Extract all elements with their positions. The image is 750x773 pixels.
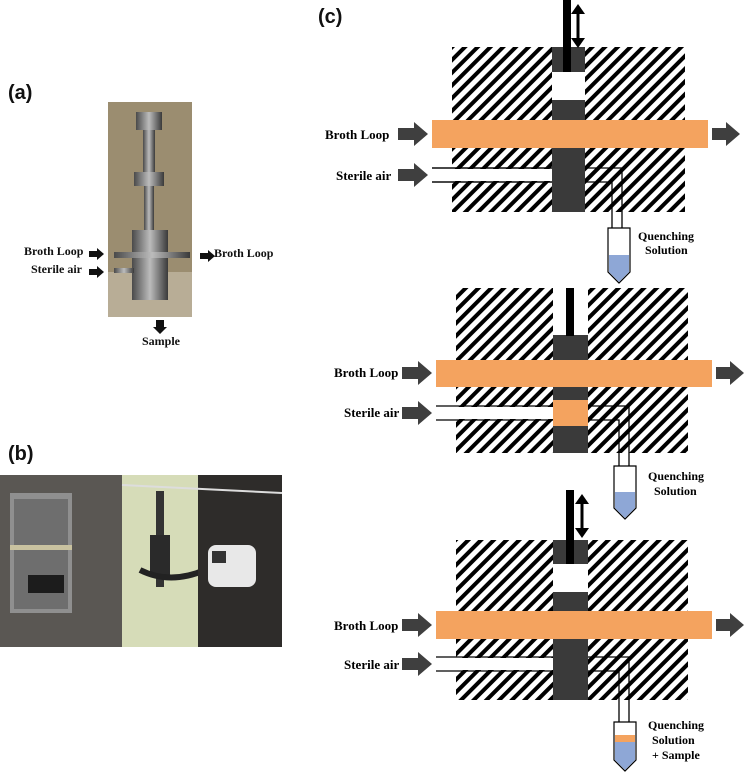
stage-3-broth-loop-label: Broth Loop xyxy=(334,618,398,633)
quench-liquid xyxy=(615,742,635,770)
stage-3-tube-label-3: + Sample xyxy=(652,748,701,762)
air-channel xyxy=(436,656,630,722)
photo-a-sterile-air-label: Sterile air xyxy=(31,262,82,276)
arrow-broth-out xyxy=(716,613,744,637)
plunger-gap xyxy=(552,72,585,100)
panel-b-letter: (b) xyxy=(8,443,34,465)
panel-c-letter: (c) xyxy=(318,6,343,28)
arrow-broth-in xyxy=(402,613,432,637)
photo-a-broth-out-arrow xyxy=(200,250,215,262)
photo-a-sample-label: Sample xyxy=(142,334,181,348)
plunger-top xyxy=(553,335,588,360)
stage-1-tube-label-1: Quenching xyxy=(638,229,694,243)
arrow-air-in xyxy=(402,652,432,676)
quench-liquid xyxy=(615,492,635,518)
stage-1-broth-loop-label: Broth Loop xyxy=(325,127,389,142)
plunger-rod xyxy=(566,490,574,564)
photo-a-sterile-air-arrow xyxy=(89,266,104,278)
stage-2: Broth Loop Sterile air Quenching Solutio… xyxy=(334,288,744,520)
arrow-broth-out xyxy=(716,361,744,385)
photo-a-broth-loop-in-label: Broth Loop xyxy=(24,244,84,258)
photo-a-sample-arrow xyxy=(153,320,167,334)
trapped-sample xyxy=(553,400,588,426)
stage-1: Broth Loop Sterile air Quenching Solutio… xyxy=(325,0,740,284)
stage-3-tube-label-1: Quenching xyxy=(648,718,704,732)
plunger-bottom xyxy=(552,100,585,212)
sampling-valve-schematic: Broth Loop Sterile air Quenching Solutio… xyxy=(325,0,744,772)
broth-loop-channel xyxy=(436,611,712,639)
photo-a-broth-loop-out-label: Broth Loop xyxy=(214,246,274,260)
stage-3: Broth Loop Sterile air Quenching Solutio… xyxy=(334,490,744,772)
stage-3-sterile-air-label: Sterile air xyxy=(344,657,399,672)
sampling-device-photo xyxy=(108,102,192,317)
stage-1-tube-label-2: Solution xyxy=(645,243,688,257)
stage-1-sterile-air-label: Sterile air xyxy=(336,168,391,183)
sample-layer xyxy=(615,735,635,742)
stage-2-tube-label-2: Solution xyxy=(654,484,697,498)
stage-2-tube-label-1: Quenching xyxy=(648,469,704,483)
broth-loop-channel xyxy=(432,120,708,148)
plunger-rod xyxy=(563,0,571,72)
plunger-gap xyxy=(553,564,588,592)
panel-a-letter: (a) xyxy=(8,82,33,104)
stage-2-sterile-air-label: Sterile air xyxy=(344,405,399,420)
stage-3-tube-label-2: Solution xyxy=(652,733,695,747)
broth-loop-channel xyxy=(436,360,712,387)
arrow-broth-out xyxy=(712,122,740,146)
arrow-broth-in xyxy=(402,361,432,385)
arrow-air-in xyxy=(398,163,428,187)
arrow-air-in xyxy=(402,401,432,425)
stage-2-broth-loop-label: Broth Loop xyxy=(334,365,398,380)
bioreactor-setup-photo xyxy=(0,475,282,647)
plunger-rod xyxy=(566,288,574,336)
photo-a-broth-in-arrow xyxy=(89,248,104,260)
quench-liquid xyxy=(609,255,629,282)
air-channel xyxy=(436,405,630,466)
plunger-bottom xyxy=(553,592,588,700)
arrow-broth-in xyxy=(398,122,428,146)
